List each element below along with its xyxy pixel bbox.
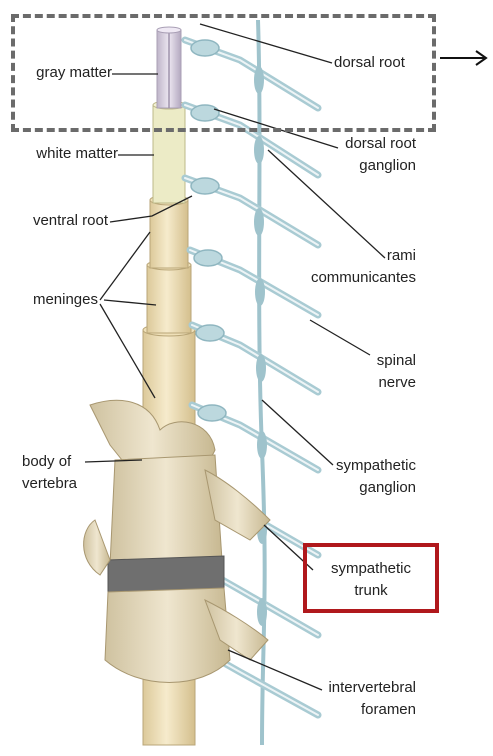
label-dorsal-root-ganglion: dorsal root ganglion bbox=[330, 133, 416, 177]
red-highlight-box bbox=[303, 543, 439, 613]
label-body-of-vertebra: body of vertebra bbox=[22, 451, 77, 495]
label-ventral-root: ventral root bbox=[0, 210, 108, 232]
label-sympathetic-ganglion: sympathetic ganglion bbox=[310, 455, 416, 499]
label-intervertebral-foramen: intervertebral foramen bbox=[306, 677, 416, 721]
label-meninges: meninges bbox=[0, 289, 98, 311]
leader-meninges-a bbox=[100, 232, 150, 300]
meninges-inner bbox=[150, 200, 188, 268]
dashed-highlight-box bbox=[11, 14, 436, 132]
label-spinal-nerve: spinal nerve bbox=[340, 350, 416, 394]
label-white-matter: white matter bbox=[0, 143, 118, 165]
meninges-middle bbox=[147, 265, 191, 333]
label-rami-communicantes: rami communicantes bbox=[300, 245, 416, 289]
vertebra-bone bbox=[84, 400, 270, 682]
arrow-right-icon bbox=[440, 51, 486, 65]
